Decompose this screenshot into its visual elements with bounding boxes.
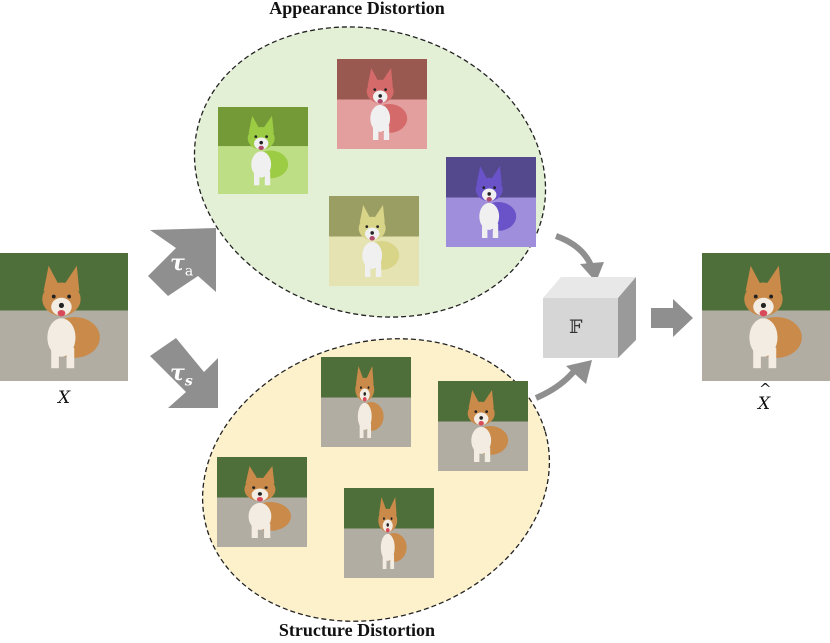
tau-a-label: τa: [170, 250, 193, 279]
structure-distortion-title: Structure Distortion: [278, 620, 436, 640]
output-label: ^ X: [758, 380, 772, 414]
appearance-image-yellow: [329, 196, 419, 286]
curved-arrow-bottom: [534, 360, 592, 401]
tau-a-arrow: [148, 228, 216, 296]
structure-image-twisted: [344, 488, 434, 578]
output-accent: ^: [759, 380, 772, 398]
input-label: X: [58, 388, 71, 408]
output-image: [702, 253, 830, 381]
curved-arrow-top: [554, 233, 604, 282]
structure-image-warped: [438, 381, 528, 471]
tau-s-subscript: s: [184, 373, 193, 390]
appearance-image-red: [337, 59, 427, 149]
appearance-distortion-title: Appearance Distortion: [269, 0, 445, 18]
appearance-image-purple: [446, 157, 536, 247]
tau-a-symbol: τ: [170, 250, 185, 276]
tau-s-label: τs: [170, 360, 193, 389]
tau-a-subscript: a: [184, 263, 194, 280]
model-cube: [543, 277, 636, 358]
structure-image-stretched: [321, 357, 411, 447]
input-image: [0, 253, 128, 381]
tau-s-arrow: [150, 338, 218, 408]
structure-image-squeezed: [217, 457, 307, 547]
output-arrow: [651, 299, 693, 337]
appearance-image-green: [218, 107, 308, 194]
output-symbol: X: [758, 394, 771, 414]
model-label: 𝔽: [569, 316, 583, 338]
tau-s-symbol: τ: [170, 360, 185, 386]
